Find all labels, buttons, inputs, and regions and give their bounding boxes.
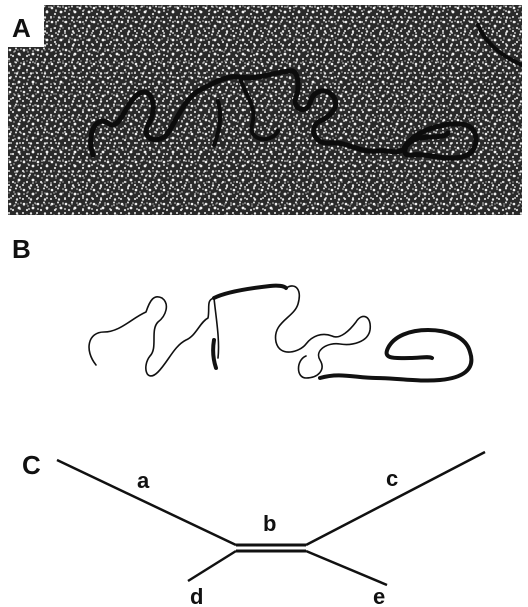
segment-e-line (306, 551, 387, 585)
segment-a-line (57, 460, 236, 545)
panel-a-label: A (12, 15, 31, 41)
segment-c-line (306, 452, 485, 545)
segment-d-line (188, 551, 236, 581)
segment-label-a: a (137, 468, 150, 493)
tracing-thick-strand (213, 286, 471, 381)
micrograph-image (8, 5, 522, 215)
segment-label-b: b (263, 511, 276, 536)
tracing-thin-strand (89, 286, 370, 378)
panel-b-label: B (12, 236, 31, 262)
segment-label-d: d (190, 584, 203, 607)
panel-c-label: C (22, 452, 41, 478)
segment-label-c: c (386, 466, 398, 491)
segment-label-e: e (373, 584, 385, 607)
micrograph-panel (8, 5, 522, 215)
